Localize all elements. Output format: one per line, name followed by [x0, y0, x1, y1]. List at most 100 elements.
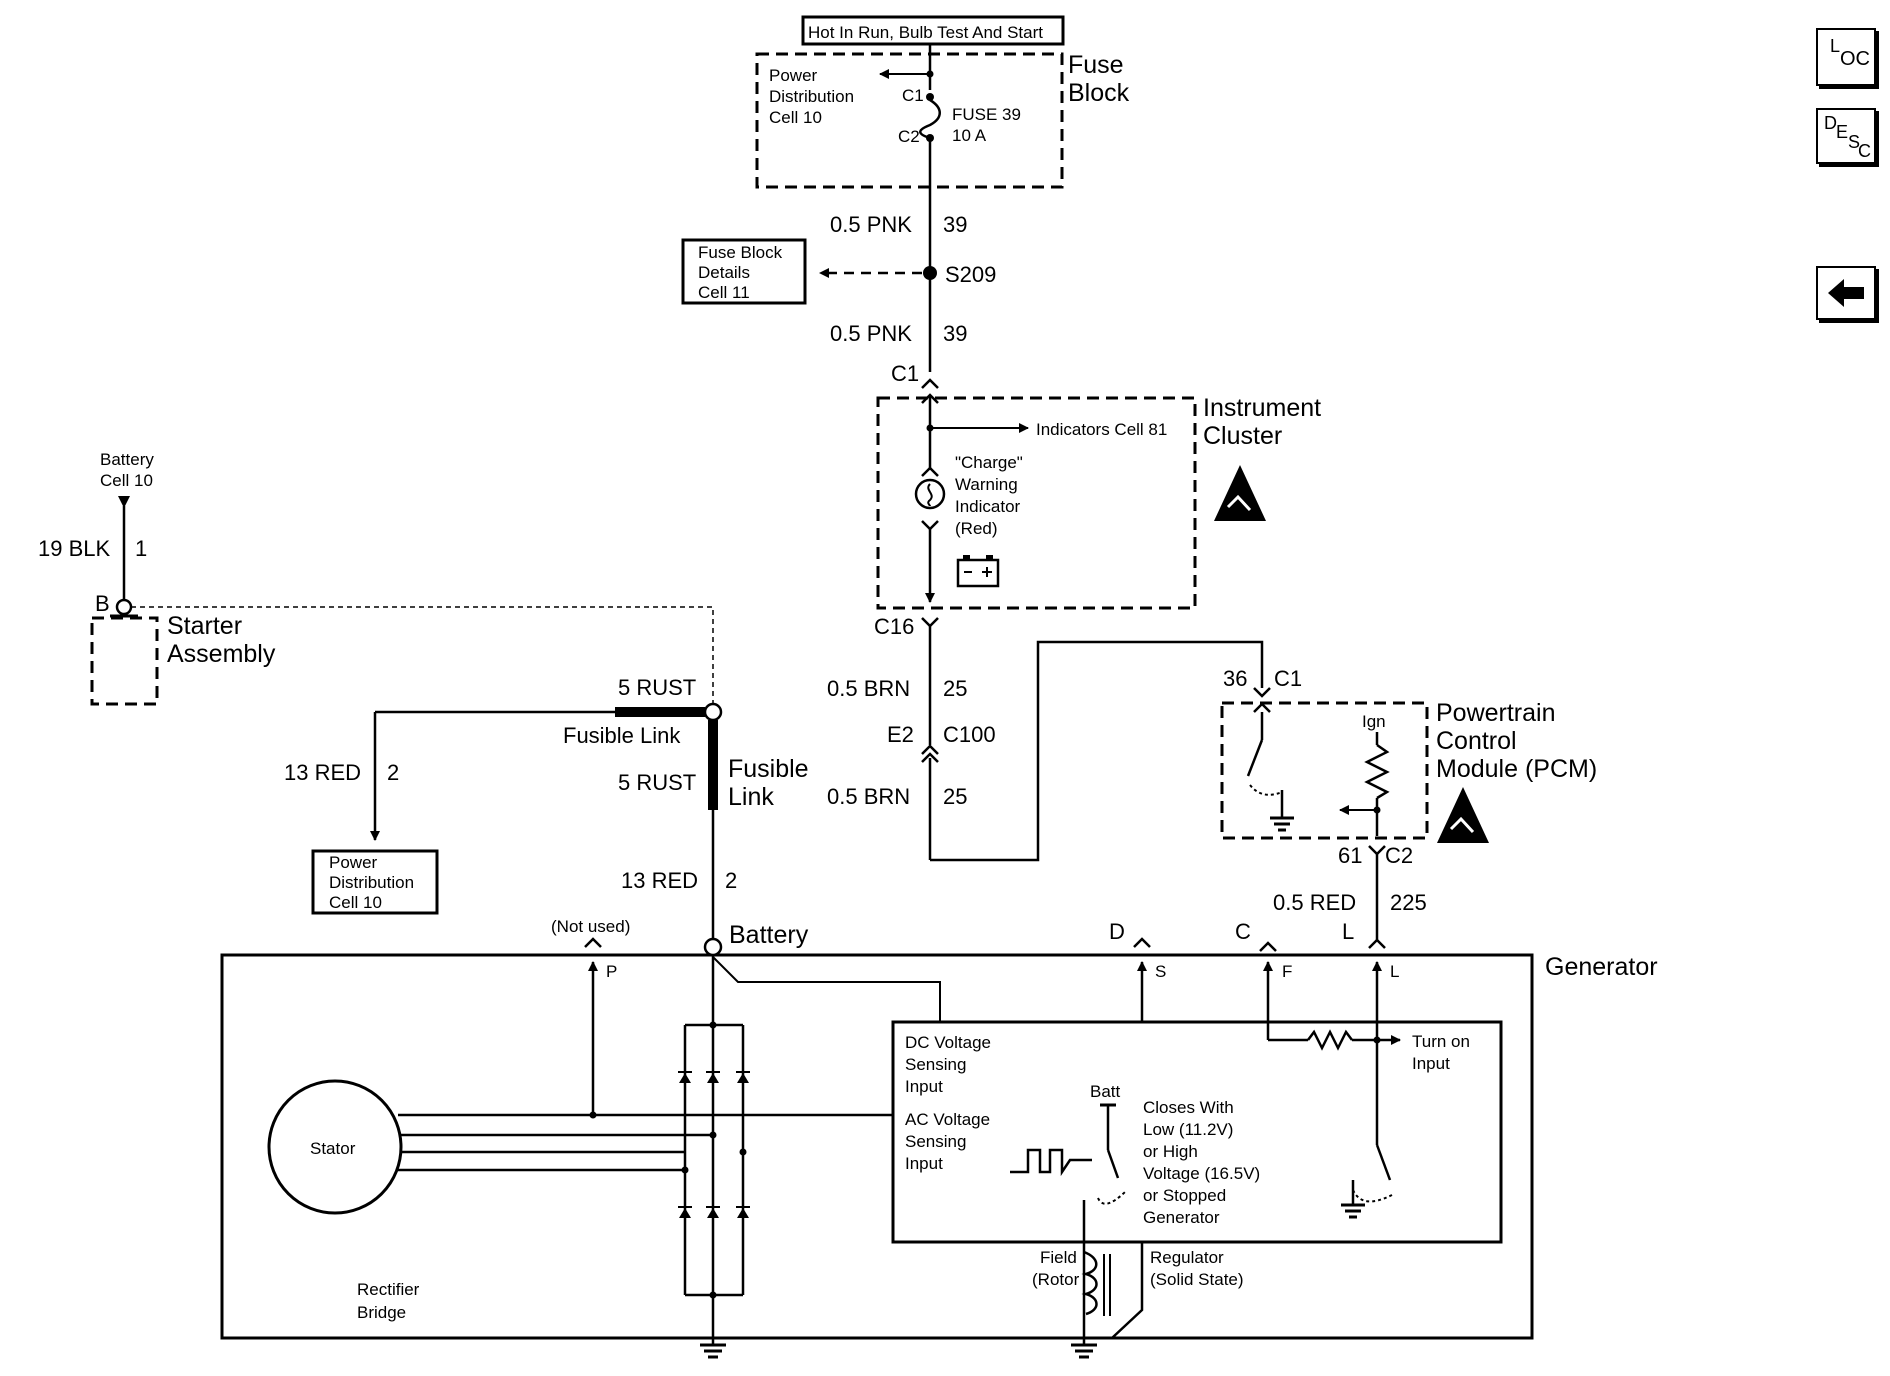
fusible-link-label-2b: Link: [728, 783, 774, 811]
ac-sensing-1: AC Voltage: [905, 1110, 990, 1129]
starter-terminal-b: B: [95, 591, 110, 616]
desc-letter-s: S: [1848, 132, 1861, 152]
wire-blk-size: 19 BLK: [38, 536, 110, 561]
fuse-pd-label-2: Distribution: [769, 87, 854, 106]
pcm-connector-c1: C1: [1274, 666, 1302, 691]
ac-sensing-3: Input: [905, 1154, 943, 1173]
turn-on-label-1: Turn on: [1412, 1032, 1470, 1051]
closes-label-2: Low (11.2V): [1143, 1120, 1233, 1139]
regulator-label-1: Regulator: [1150, 1248, 1224, 1267]
closes-label-5: or Stopped: [1143, 1186, 1226, 1205]
pcm-pin-61: 61: [1338, 843, 1362, 868]
desc-button[interactable]: D E S C: [1816, 108, 1876, 164]
wire-brn-circuit-top: 25: [943, 676, 967, 701]
rectifier-label-2: Bridge: [357, 1303, 406, 1322]
fuse-block: Hot In Run, Bulb Test And Start Fuse Blo…: [755, 15, 1130, 189]
fuse-details-l2: Details: [698, 263, 750, 282]
fuse-pd-label-1: Power: [769, 66, 818, 85]
fusible-link-label-1: Fusible Link: [563, 723, 681, 748]
ic-connector-c1: C1: [891, 361, 919, 386]
fuse-rating-label: 10 A: [952, 126, 987, 145]
terminal-l-label: L: [1342, 919, 1354, 944]
desc-letter-e: E: [1836, 122, 1849, 142]
fuse-details-l3: Cell 11: [698, 283, 750, 302]
battery-ref-l2: Cell 10: [100, 471, 153, 490]
not-used-label: (Not used): [551, 917, 630, 936]
loc-button[interactable]: L OC: [1816, 28, 1876, 86]
wire-blk-circuit: 1: [135, 536, 147, 561]
connector-c100: C100: [943, 722, 996, 747]
generator-title: Generator: [1545, 953, 1658, 981]
wire-13red-circuit-b: 2: [725, 868, 737, 893]
batt-label: Batt: [1090, 1082, 1121, 1101]
battery-ref-l1: Battery: [100, 450, 154, 469]
instrument-cluster: Instrument Cluster Indicators Cell 81 "C…: [876, 394, 1321, 610]
wire-rust-2: 5 RUST: [618, 770, 696, 795]
closes-label-6: Generator: [1143, 1208, 1220, 1227]
back-button[interactable]: [1816, 266, 1876, 320]
desc-big-letter: D: [1824, 113, 1837, 133]
ic-title-1: Instrument: [1203, 394, 1321, 422]
pcm-esd-warning-icon: [1437, 787, 1489, 843]
wire-brn-size-bottom: 0.5 BRN: [827, 784, 910, 809]
fuse-block-title-2: Block: [1068, 79, 1130, 107]
charge-label-2: Warning: [955, 475, 1018, 494]
battery-terminal-label: Battery: [729, 921, 809, 949]
starter-title-1: Starter: [167, 612, 242, 640]
terminal-p: P: [606, 962, 617, 981]
wire-red-circuit: 225: [1390, 890, 1427, 915]
ac-sensing-2: Sensing: [905, 1132, 966, 1151]
closes-label-1: Closes With: [1143, 1098, 1234, 1117]
fuse-icon: [919, 98, 941, 140]
pcm-title-2: Control: [1436, 727, 1517, 755]
ic-connector-c16: C16: [874, 614, 914, 639]
loc-big-letter: L: [1830, 36, 1841, 56]
desc-letter-c: C: [1858, 141, 1871, 161]
connector-e2: E2: [887, 722, 914, 747]
stator-label: Stator: [310, 1139, 356, 1158]
wire-13red-size-b: 13 RED: [621, 868, 698, 893]
ic-indicators-ref[interactable]: Indicators Cell 81: [1036, 420, 1167, 439]
wire-rust-1: 5 RUST: [618, 675, 696, 700]
starter-assembly: [90, 616, 159, 706]
battery-icon: [956, 555, 1000, 588]
wire-brn-size-top: 0.5 BRN: [827, 676, 910, 701]
fuse-pd-label-3: Cell 10: [769, 108, 822, 127]
closes-label-3: or High: [1143, 1142, 1198, 1161]
fuse-block-details-box[interactable]: Fuse Block Details Cell 11: [681, 238, 807, 305]
fusible-link-label-2a: Fusible: [728, 755, 809, 783]
rectifier-bridge: [678, 1021, 750, 1299]
wire-13red-size-a: 13 RED: [284, 760, 361, 785]
regulator-label-2: (Solid State): [1150, 1270, 1244, 1289]
wire-13red-circuit-a: 2: [387, 760, 399, 785]
terminal-f: F: [1282, 962, 1292, 981]
wire-red-size: 0.5 RED: [1273, 890, 1356, 915]
charge-label-4: (Red): [955, 519, 998, 538]
rectifier-label-1: Rectifier: [357, 1280, 420, 1299]
pcm-connector-c2: C2: [1385, 843, 1413, 868]
starter-title-2: Assembly: [167, 640, 276, 668]
pd-box-l3: Cell 10: [329, 893, 382, 912]
wire-pnk-size-bottom: 0.5 PNK: [830, 321, 912, 346]
power-distribution-box[interactable]: Power Distribution Cell 10: [311, 849, 439, 915]
splice-label: S209: [945, 262, 996, 287]
esd-warning-icon: [1214, 465, 1266, 521]
generator: Generator (Not used) Battery D C L P S F…: [220, 917, 1658, 1359]
terminal-c-label: C: [1235, 919, 1251, 944]
wire-pnk-size-top: 0.5 PNK: [830, 212, 912, 237]
pd-box-l2: Distribution: [329, 873, 414, 892]
terminal-l: L: [1390, 962, 1399, 981]
field-label-1: Field: [1040, 1248, 1077, 1267]
wire-pnk-circuit-top: 39: [943, 212, 967, 237]
field-label-2: (Rotor: [1032, 1270, 1080, 1289]
closes-label-4: Voltage (16.5V): [1143, 1164, 1260, 1183]
dc-sensing-1: DC Voltage: [905, 1033, 991, 1052]
fuse-block-title-1: Fuse: [1068, 51, 1124, 79]
wire-brn-circuit-bottom: 25: [943, 784, 967, 809]
charge-label-3: Indicator: [955, 497, 1021, 516]
pulse-signal-icon: [1010, 1148, 1092, 1177]
fuse-39-label: FUSE 39: [952, 105, 1021, 124]
pcm-title-1: Powertrain: [1436, 699, 1556, 727]
pcm-module: 36 C1 Powertrain Control Module (PCM) Ig…: [1220, 666, 1597, 843]
